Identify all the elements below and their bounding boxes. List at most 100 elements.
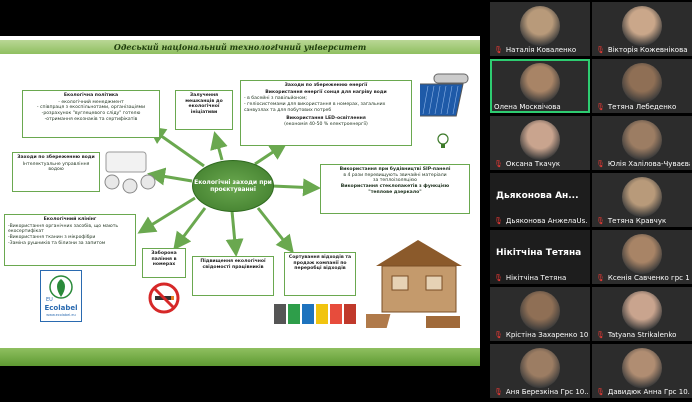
participant-tile[interactable]: Олена Москвічова [490, 59, 590, 113]
participant-name-text: Тетяна Кравчук [607, 217, 667, 225]
water-line: Інтелектуальне управління водою [22, 161, 90, 173]
participant-name: 🎙Вікторія Кожевнікова [596, 46, 690, 54]
participant-video [622, 6, 662, 46]
bulb-icon [436, 132, 450, 150]
participant-tile[interactable]: 🎙Аня Березкіна Грс 10... [490, 344, 590, 398]
muted-mic-icon: 🎙 [596, 217, 605, 225]
muted-mic-icon: 🎙 [494, 331, 503, 339]
participant-video [520, 63, 560, 103]
participant-tile[interactable]: 🎙Ксенія Савченко грс 1... [592, 230, 692, 284]
participant-tile[interactable]: 🎙Оксана Ткачук [490, 116, 590, 170]
diagram-arrows [137, 126, 321, 257]
sip-box: Використання при будівництві SIP-панелі … [320, 164, 470, 214]
eco-policy-heading: Екологічна політика [63, 93, 119, 98]
muted-mic-icon: 🎙 [494, 274, 503, 282]
cleaning-line: -Використання органічних засобів, що маю… [8, 223, 119, 235]
participant-tile[interactable]: 🎙Тетяна Лебеденко [592, 59, 692, 113]
led-heading: Використання LED-освітлення [286, 115, 366, 121]
participant-video [622, 348, 662, 388]
participant-tile[interactable]: 🎙Тетяна Кравчук [592, 173, 692, 227]
participant-tile[interactable]: 🎙Tatyana Strikalenko [592, 287, 692, 341]
participant-name: 🎙Tatyana Strikalenko [596, 331, 690, 339]
slide-bottom-bar [0, 348, 480, 366]
participant-name-text: Tatyana Strikalenko [607, 331, 677, 339]
energy-heading: Заходи по збереженню енергії [284, 83, 368, 88]
sip-line: Використання при будівництві SIP-панелі [339, 167, 451, 172]
center-ellipse: Екологічні заходи при проєктуванні [192, 160, 274, 212]
muted-mic-icon: 🎙 [596, 160, 605, 168]
participant-name-text: Олена Москвічова [494, 103, 561, 111]
cleaning-line: -Використання тканин з мікрофібри [8, 235, 96, 241]
muted-mic-icon: 🎙 [596, 331, 605, 339]
participant-name-text: Крістіна Захаренко 10... [505, 331, 588, 339]
sip-house-image [346, 226, 470, 336]
participant-video [622, 234, 662, 274]
participant-video [520, 6, 560, 46]
eco-policy-box: Екологічна політика - екологічний менедж… [22, 90, 160, 138]
awareness-heading: Підвищення екологічної свідомості праців… [200, 259, 266, 270]
participant-video [520, 348, 560, 388]
eco-policy-line: - екологічний менеджмент [58, 99, 124, 105]
presentation-slide: Одеський національний технологічний унів… [0, 36, 480, 366]
participant-video [520, 291, 560, 331]
eco-policy-line: -розрахунок "вуглецевого сліду" готелю [41, 111, 141, 117]
ecolabel-brand: Ecolabel [44, 304, 78, 312]
water-box: Заходи по збереженню води Інтелектуальне… [12, 152, 100, 192]
eco-policy-line: - співпраця з екоспільнотами, організаці… [36, 105, 146, 111]
participant-name: 🎙Ксенія Савченко грс 1... [596, 274, 690, 282]
slide-title: Одеський національний технологічний унів… [113, 42, 367, 52]
participant-tile[interactable]: Дьяконова Ан...🎙Дьяконова АнжелаUs... [490, 173, 590, 227]
sorting-heading: Сортування відходів та продаж компанії п… [288, 255, 352, 272]
participant-name: 🎙Оксана Ткачук [494, 160, 588, 168]
water-meters-image [100, 148, 162, 200]
center-label: Екологічні заходи при проєктуванні [194, 178, 272, 193]
muted-mic-icon: 🎙 [596, 274, 605, 282]
participant-name-text: Юлія Халілова-Чуваєва [607, 160, 690, 168]
participant-video [520, 120, 560, 160]
participant-tile[interactable]: 🎙Давидюк Анна Грс 10... [592, 344, 692, 398]
solar-collector-image [411, 70, 472, 124]
no-smoking-icon [148, 282, 180, 314]
energy-subheading: Використання енергії сонця для нагріву в… [265, 89, 387, 95]
participant-name-text: Давидюк Анна Грс 10... [607, 388, 690, 396]
participant-name-text: Вікторія Кожевнікова [607, 46, 688, 54]
participant-name-text: Оксана Ткачук [505, 160, 561, 168]
participant-name-text: Тетяна Лебеденко [607, 103, 677, 111]
participant-tile[interactable]: 🎙Крістіна Захаренко 10... [490, 287, 590, 341]
shared-screen: Одеський національний технологічний унів… [0, 36, 480, 366]
participant-video [622, 291, 662, 331]
smoking-box: Заборона паління в номерах [142, 248, 186, 278]
participant-big-name: Нікітчіна Тетяна [496, 248, 582, 258]
participant-tile[interactable]: 🎙Вікторія Кожевнікова [592, 2, 692, 56]
slide-top-bar [0, 40, 480, 54]
muted-mic-icon: 🎙 [596, 103, 605, 111]
residents-box: Залучення мешканців до екологічної ініці… [175, 90, 233, 130]
sip-line: "теплове дзеркало" [368, 189, 422, 195]
energy-line: - геліосистемами для використання в номе… [244, 102, 386, 113]
led-note: (економія 40-50 % електроенергії) [284, 122, 368, 128]
participant-big-name: Дьяконова Ан... [496, 191, 579, 201]
participant-video [622, 63, 662, 103]
participant-tile[interactable]: 🎙Наталія Коваленко [490, 2, 590, 56]
svg-text:EU: EU [46, 297, 53, 303]
sip-line: Використання стеклопакетів з функцією [340, 184, 450, 190]
participant-name: 🎙Юлія Халілова-Чуваєва [596, 160, 690, 168]
participant-name: 🎙Тетяна Лебеденко [596, 103, 690, 111]
participant-tile[interactable]: 🎙Юлія Халілова-Чуваєва [592, 116, 692, 170]
participant-video [622, 177, 662, 217]
participant-tile[interactable]: Нікітчіна Тетяна 🎙Нікітчіна Тетяна [490, 230, 590, 284]
muted-mic-icon: 🎙 [596, 46, 605, 54]
muted-mic-icon: 🎙 [494, 46, 503, 54]
muted-mic-icon: 🎙 [494, 388, 503, 396]
participant-name: 🎙Нікітчіна Тетяна [494, 274, 588, 282]
ecolabel-url: www.ecolabel.eu [46, 313, 76, 317]
participant-name: 🎙Давидюк Анна Грс 10... [596, 388, 690, 396]
participant-name: 🎙Наталія Коваленко [494, 46, 588, 54]
participant-name: 🎙Аня Березкіна Грс 10... [494, 388, 588, 396]
muted-mic-icon: 🎙 [494, 160, 503, 168]
participant-name-text: Аня Березкіна Грс 10... [505, 388, 588, 396]
cleaning-line: -Заміна рушників та білизни за запитом [8, 240, 106, 246]
awareness-box: Підвищення екологічної свідомості праців… [192, 256, 274, 296]
participant-video [622, 120, 662, 160]
